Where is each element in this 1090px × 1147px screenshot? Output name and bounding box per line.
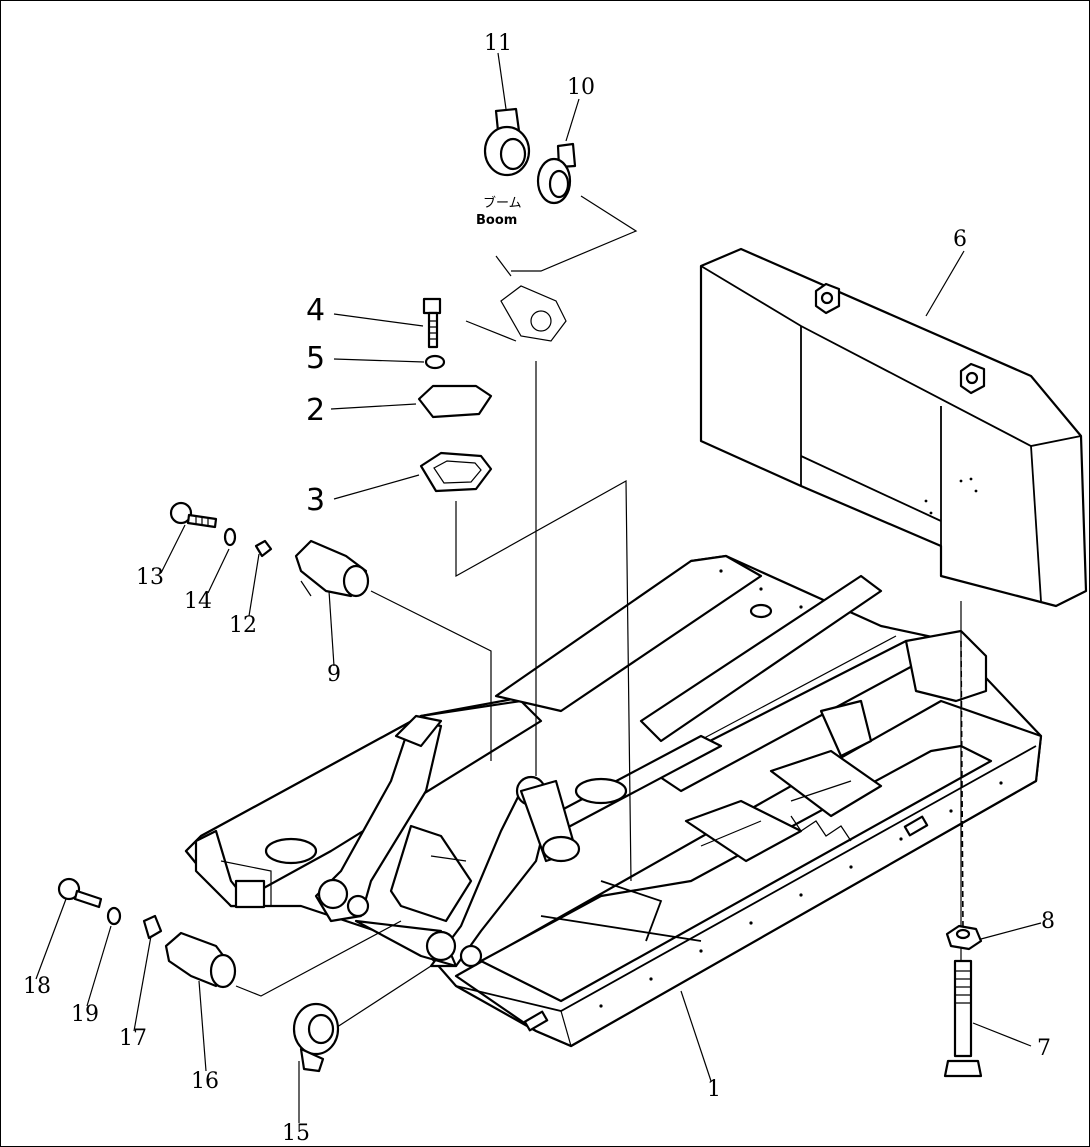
callout-5: 5: [306, 341, 326, 376]
washer-19: [106, 906, 122, 926]
callout-12: 12: [229, 613, 257, 638]
callout-13: 13: [136, 565, 164, 590]
callout-10: 10: [567, 75, 595, 100]
callout-3: 3: [306, 483, 326, 518]
callout-9: 9: [327, 662, 341, 687]
bolt-7: [943, 959, 983, 1078]
washer-5: [424, 354, 446, 370]
nut-8: [945, 924, 983, 951]
callout-11: 11: [484, 31, 512, 56]
callout-15: 15: [282, 1121, 310, 1146]
bolt-18: [57, 877, 103, 909]
callout-17: 17: [119, 1026, 147, 1051]
plate-2: [417, 384, 493, 419]
nut-17: [142, 914, 163, 940]
bushing-11: [483, 107, 531, 177]
boom-foot-hint: [495, 255, 567, 342]
counterweight: [699, 247, 1088, 608]
callout-1: 1: [707, 1077, 721, 1102]
pin-16: [164, 931, 237, 989]
bolt-13: [169, 501, 218, 529]
callout-2: 2: [306, 393, 326, 428]
bolt-4: [422, 297, 442, 349]
callout-4: 4: [306, 293, 326, 328]
shim-3: [419, 451, 493, 493]
pin-9: [294, 539, 370, 598]
bushing-15: [292, 1002, 340, 1073]
label-leaders: [35, 52, 1042, 1123]
boom-annotation-jp: ブーム: [483, 196, 522, 211]
callout-14: 14: [184, 589, 212, 614]
callout-16: 16: [191, 1069, 219, 1094]
assembly-lines: [235, 195, 964, 1032]
boom-brackets: [314, 714, 581, 968]
callout-7: 7: [1037, 1036, 1051, 1061]
callout-8: 8: [1041, 909, 1055, 934]
revolving-frame: [184, 554, 1043, 1048]
callout-6: 6: [953, 227, 967, 252]
washer-14: [223, 527, 237, 547]
nut-12: [254, 539, 273, 558]
bushing-10: [536, 142, 577, 205]
callout-18: 18: [23, 974, 51, 999]
callout-19: 19: [71, 1002, 99, 1027]
boom-annotation-en: Boom: [476, 213, 518, 228]
